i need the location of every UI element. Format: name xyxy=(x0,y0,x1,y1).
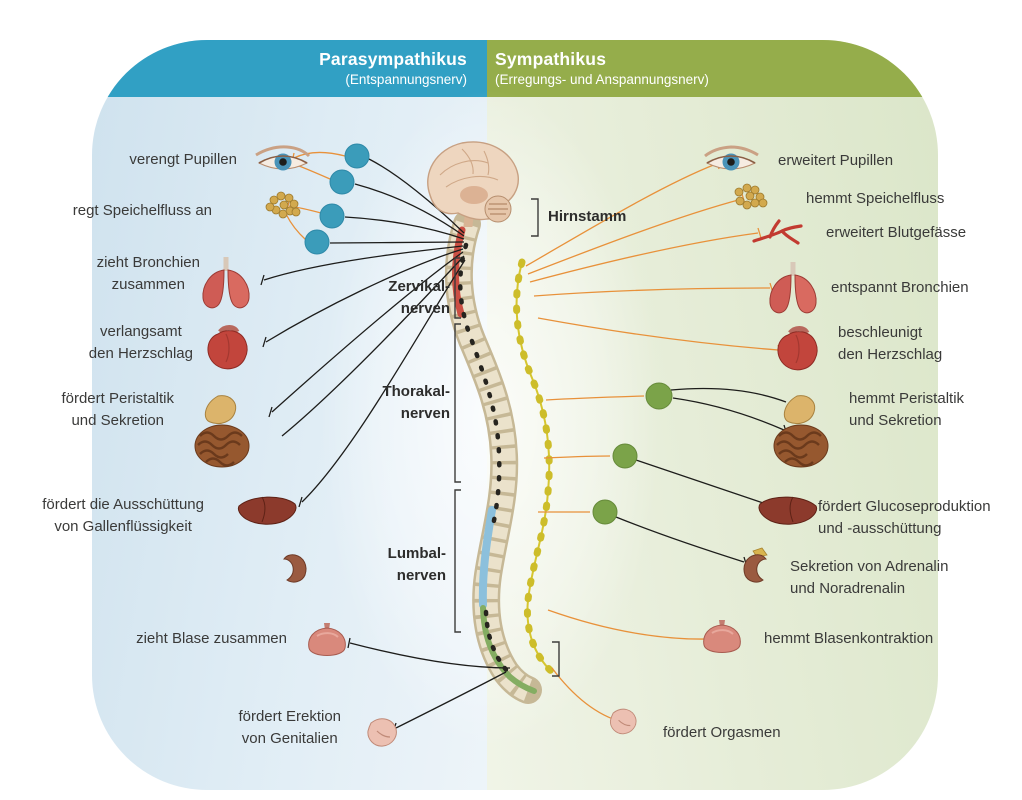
label-verlangsamt-herzschlag: verlangsamt den Herzschlag xyxy=(88,323,193,362)
salivary-gland-icon xyxy=(265,191,301,219)
sympathikus-title: Sympathikus xyxy=(495,49,607,69)
kidney-icon xyxy=(283,554,307,583)
label-foerdert-erektion: fördert Erektion von Genitalien xyxy=(238,708,341,747)
eye-icon xyxy=(255,145,311,171)
liver-icon xyxy=(758,496,818,525)
heart-icon xyxy=(207,325,248,370)
spine-brackets xyxy=(454,198,560,677)
label-erweitert-pupillen: erweitert Pupillen xyxy=(778,152,894,169)
hirnstamm-bracket xyxy=(531,198,539,237)
label-gallenfluessigkeit: fördert die Ausschüttung von Gallenflüss… xyxy=(42,496,204,535)
label-hemmt-blasenkontraktion: hemmt Blasenkontraktion xyxy=(764,630,934,647)
sympathetic-ganglia xyxy=(592,382,673,525)
heart-icon xyxy=(777,326,818,371)
parasympathikus-header: Parasympathikus (Entspannungsnerv) xyxy=(92,40,487,97)
label-verengt-pupillen: verengt Pupillen xyxy=(129,151,237,168)
sympathikus-header: Sympathikus (Erregungs- und Anspannungsn… xyxy=(487,40,938,97)
label-erweitert-blutgefaesse: erweitert Blutgefässe xyxy=(826,224,967,241)
label-hirnstamm: Hirnstamm xyxy=(548,208,627,225)
sympathikus-subtitle: (Erregungs- und Anspannungsnerv) xyxy=(495,72,709,87)
stomach-intestines-icon xyxy=(194,395,250,468)
genitals-icon xyxy=(367,718,397,747)
lungs-icon xyxy=(769,262,817,314)
label-hemmt-speichelfluss: hemmt Speichelfluss xyxy=(806,190,945,207)
parasympathikus-subtitle: (Entspannungsnerv) xyxy=(345,72,467,87)
parasympathetic-nerves xyxy=(260,158,511,734)
label-beschleunigt-herzschlag: beschleunigt den Herzschlag xyxy=(838,324,943,363)
zervikal-bracket xyxy=(454,257,461,319)
label-zieht-blase: zieht Blase zusammen xyxy=(136,630,287,647)
parasympathetic-ganglia xyxy=(304,143,370,255)
sacral-bracket xyxy=(552,641,560,677)
parasympathikus-title: Parasympathikus xyxy=(319,49,467,69)
label-foerdert-peristaltik: fördert Peristaltik und Sekretion xyxy=(61,390,174,429)
bladder-icon xyxy=(308,623,346,656)
label-thorakalnerven: Thorakal- nerven xyxy=(382,383,450,422)
thorakal-bracket xyxy=(454,323,461,483)
genitals-icon xyxy=(610,708,637,735)
label-lumbalnerven: Lumbal- nerven xyxy=(387,545,446,584)
salivary-gland-icon xyxy=(734,183,768,210)
lungs-icon xyxy=(202,257,250,309)
label-sekretion-adrenalin: Sekretion von Adrenalin und Noradrenalin xyxy=(790,558,949,597)
label-hemmt-peristaltik: hemmt Peristaltik und Sekretion xyxy=(849,390,965,429)
sympathetic-chain xyxy=(513,258,556,676)
label-foerdert-orgasmen: fördert Orgasmen xyxy=(663,724,781,741)
label-zieht-bronchien: zieht Bronchien zusammen xyxy=(96,254,200,293)
blood-vessel-icon xyxy=(752,219,803,245)
liver-icon xyxy=(237,496,297,525)
eye-icon xyxy=(704,145,759,171)
spinal-nerve-roots xyxy=(458,242,511,675)
brain-icon xyxy=(427,141,519,228)
lumbal-bracket xyxy=(454,489,461,633)
label-zervikalnerven: Zervikal- nerven xyxy=(388,278,450,317)
label-regt-speichelfluss: regt Speichelfluss an xyxy=(72,202,212,219)
intestines-icon xyxy=(773,395,829,468)
adrenal-kidney-icon xyxy=(743,547,768,583)
sympathetic-black-nerves xyxy=(615,387,788,568)
lumbar-cord-segment xyxy=(478,506,496,609)
bladder-icon xyxy=(703,620,741,653)
label-glucoseproduktion: fördert Glucoseproduktion und -ausschütt… xyxy=(818,498,991,537)
sacral-cord-segment xyxy=(480,605,537,694)
label-entspannt-bronchien: entspannt Bronchien xyxy=(831,279,969,296)
